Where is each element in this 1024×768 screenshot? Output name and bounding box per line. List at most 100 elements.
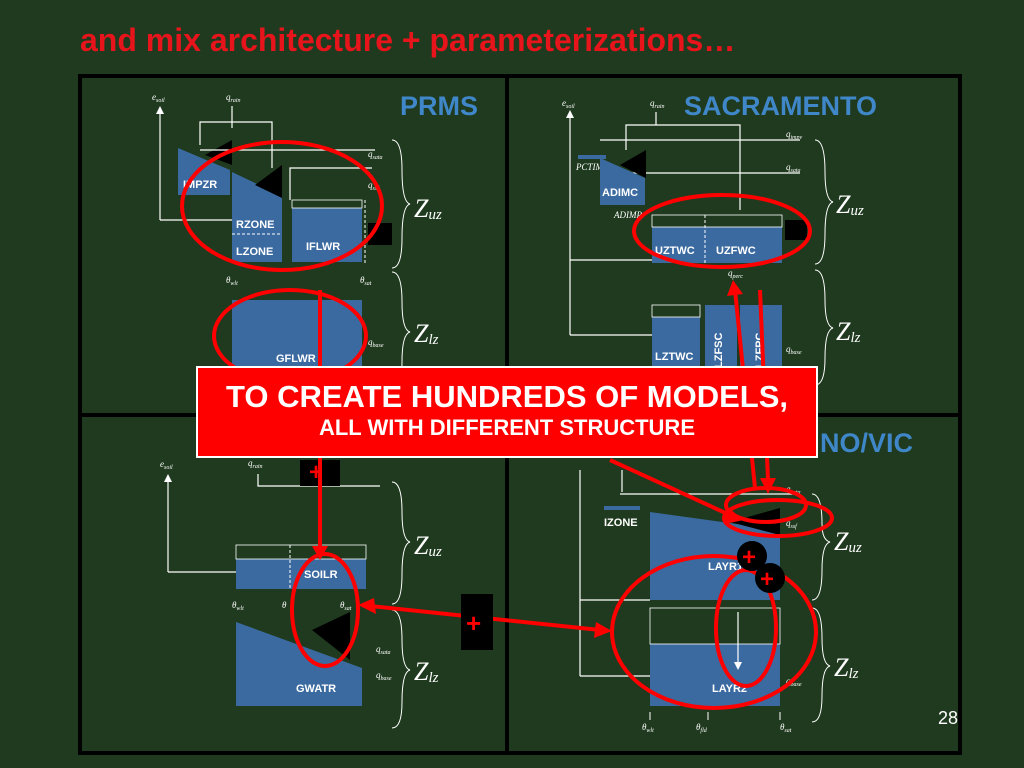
pctim-bar bbox=[578, 155, 606, 159]
top-theta-wlt-label: θwlt bbox=[232, 600, 244, 612]
vic-theta-sat-label: θsat bbox=[780, 722, 792, 734]
gflwr-box bbox=[232, 300, 362, 370]
vic-panel: NO/VIC qsata qssf IZONE LAYR1 LAYR2 qbas… bbox=[579, 289, 913, 734]
impzr-box bbox=[178, 148, 230, 195]
vic-cross-link bbox=[609, 458, 733, 518]
vic-lower-highlight bbox=[610, 554, 818, 710]
pctim-label: PCTIM bbox=[575, 162, 604, 172]
prms-rain-split bbox=[199, 121, 273, 168]
sac-upper-highlight bbox=[632, 193, 812, 269]
lzone-label: LZONE bbox=[236, 246, 273, 258]
center-plus-marker: + bbox=[466, 608, 481, 638]
gwatr-label: GWATR bbox=[296, 683, 336, 695]
top-z-uz: Zuz bbox=[414, 531, 442, 560]
banner-line-1: TO CREATE HUNDREDS OF MODELS, bbox=[225, 379, 789, 414]
gflwr-label: GFLWR bbox=[276, 353, 316, 365]
sac-upper-brace bbox=[814, 139, 834, 265]
izone-label: IZONE bbox=[604, 517, 638, 529]
top-highlight bbox=[290, 552, 360, 668]
prms-theta-wlt-label: θwlt bbox=[226, 275, 238, 287]
layr1-label: LAYR1 bbox=[708, 561, 743, 573]
banner-line-2: ALL WITH DIFFERENT STRUCTURE bbox=[318, 415, 695, 440]
top-evap-arrow bbox=[164, 474, 172, 482]
uz-tank-top bbox=[651, 214, 783, 228]
vic-z-uz: Zuz bbox=[834, 527, 862, 556]
vic-header: NO/VIC bbox=[820, 428, 913, 458]
lzfsc-box bbox=[705, 305, 737, 370]
prms-z-uz: Zuz bbox=[414, 194, 442, 223]
sac-q-impv-label: qimpv bbox=[786, 129, 803, 141]
iflwr-top bbox=[291, 199, 363, 209]
sac-evap-arrow bbox=[566, 110, 574, 118]
vic-drain-arrow bbox=[734, 662, 742, 670]
sac-q-base-label: qbase bbox=[786, 344, 802, 356]
prms-to-top-arrowhead bbox=[312, 546, 328, 560]
vic-plus-marker-1: + bbox=[742, 544, 756, 571]
top-z-lz: Zlz bbox=[414, 657, 439, 686]
rzone-label: RZONE bbox=[236, 219, 275, 231]
cross-panel-link: + bbox=[358, 594, 612, 650]
top-e-soil-label: esoil bbox=[160, 459, 173, 471]
sacramento-panel: SACRAMENTO esoil qrain qimpv qsata PCTIM… bbox=[562, 91, 877, 489]
sac-lower-brace bbox=[814, 269, 834, 386]
adimc-label: ADIMC bbox=[602, 187, 638, 199]
impzr-outlet bbox=[205, 140, 232, 165]
slide-title: and mix architecture + parameterizations… bbox=[80, 22, 736, 58]
vic-to-top-arrowhead bbox=[358, 598, 376, 614]
vic-theta-wlt-label: θwlt bbox=[642, 722, 654, 734]
top-theta-label: θ bbox=[282, 600, 287, 610]
center-plus-box bbox=[461, 594, 493, 650]
prms-z-lz: Zlz bbox=[414, 319, 439, 348]
adimc-outlet bbox=[620, 150, 646, 178]
vic-z-lz: Zlz bbox=[834, 653, 859, 682]
vic-lower-brace bbox=[811, 607, 831, 723]
uzfwc-label: UZFWC bbox=[716, 245, 756, 257]
vic-drain-highlight bbox=[714, 568, 778, 688]
vic-plus-circle-1 bbox=[737, 541, 767, 571]
rzone-box bbox=[232, 172, 282, 262]
gwatr-outlet bbox=[312, 612, 350, 660]
lztwc-top bbox=[651, 304, 701, 318]
top-q-rain-label: qrain bbox=[248, 458, 263, 470]
top-q-sata-label: qsata bbox=[376, 644, 391, 656]
lztwc-label: LZTWC bbox=[655, 351, 694, 363]
page-number: 28 bbox=[938, 708, 959, 728]
vic-q-ssf-label: qssf bbox=[786, 518, 798, 530]
sac-q-rain-label: qrain bbox=[650, 98, 665, 110]
sac-z-uz: Zuz bbox=[836, 190, 864, 219]
iflwr-label: IFLWR bbox=[306, 241, 340, 253]
prms-q-base-label: qbase bbox=[368, 337, 384, 349]
prms-e-soil-label: esoil bbox=[152, 92, 165, 104]
vic-top-highlight-2 bbox=[722, 498, 834, 538]
vic-q-base-label: qbase bbox=[786, 676, 802, 688]
top-upper-brace bbox=[391, 481, 411, 605]
sac-q-perc-label: qperc bbox=[728, 268, 743, 280]
prms-q-sata-label: qsata bbox=[368, 149, 383, 161]
prms-sata-line bbox=[289, 167, 372, 200]
sacramento-header: SACRAMENTO bbox=[684, 91, 877, 121]
sac-rain-split bbox=[625, 124, 741, 210]
sac-to-vic-arrowhead bbox=[760, 478, 776, 494]
sac-red-arrowhead bbox=[727, 280, 743, 296]
uztwc-label: UZTWC bbox=[655, 245, 695, 257]
adimc-box bbox=[600, 158, 645, 205]
soilr-label: SOILR bbox=[304, 569, 338, 581]
top-to-vic-arrowhead bbox=[594, 622, 612, 638]
izone-bar bbox=[604, 506, 640, 510]
sac-q-sata-label: qsata bbox=[786, 162, 801, 174]
sac-z-lz: Zlz bbox=[836, 317, 861, 346]
prms-panel: PRMS esoil qrain IMPZR RZONE LZONE qsata… bbox=[152, 91, 478, 386]
gwatr-box bbox=[236, 622, 362, 706]
top-lower-brace bbox=[391, 609, 411, 729]
top-theta-sat-label: θsat bbox=[340, 600, 352, 612]
vic-theta-fld-label: θfld bbox=[696, 722, 708, 734]
callout-banner: TO CREATE HUNDREDS OF MODELS, ALL WITH D… bbox=[196, 366, 818, 458]
vic-plus-circle-2 bbox=[755, 563, 785, 593]
topmodel-panel: esoil qrain + SOILR θwlt θ θsat GWATR qs… bbox=[160, 290, 442, 729]
vic-cross-arrowhead bbox=[724, 506, 744, 524]
uz-outlet bbox=[785, 220, 807, 240]
lzfsc-label: LZFSC bbox=[713, 333, 725, 368]
vic-plus-marker-2: + bbox=[760, 566, 774, 593]
soilr-top bbox=[235, 544, 367, 560]
